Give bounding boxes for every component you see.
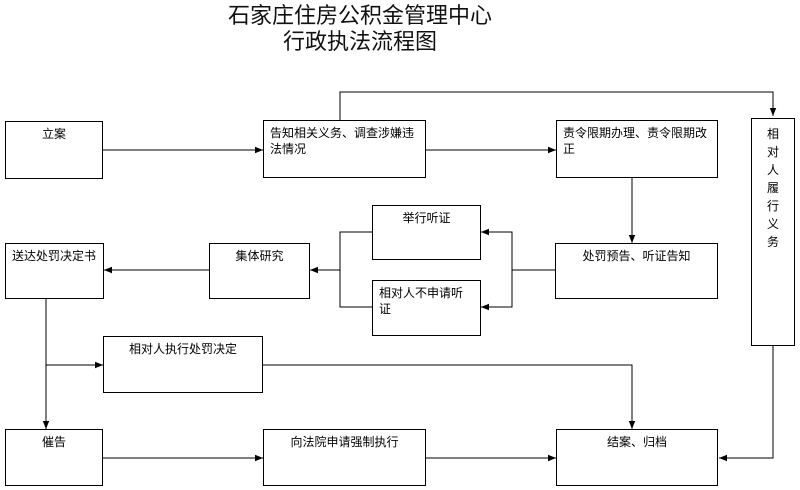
node-collective-label: 集体研究 (235, 249, 284, 263)
node-hearing-waive: 相对人不申请听证 (372, 280, 481, 336)
line-hearing-merge (339, 231, 372, 308)
node-register: 立案 (5, 121, 103, 179)
node-notify-label: 告知相关义务、调查涉嫌违法情况 (270, 126, 415, 156)
node-deliver-label: 送达处罚决定书 (12, 249, 97, 263)
node-penalty-notice: 处罚预告、听证告知 (555, 243, 718, 299)
arrow-fulfill-to-close (719, 345, 774, 462)
node-urge: 催告 (5, 429, 103, 486)
node-execute: 相对人执行处罚决定 (103, 336, 263, 393)
page-title-line1: 石家庄住房公积金管理中心 (227, 4, 492, 29)
node-close-label: 结案、归档 (606, 435, 667, 449)
page-title-line2: 行政执法流程图 (282, 30, 437, 55)
arrow-execute-to-close (263, 364, 636, 429)
node-hearing-waive-label: 相对人不申请听证 (379, 286, 464, 316)
node-urge-label: 催告 (41, 435, 66, 449)
node-collective: 集体研究 (209, 243, 310, 299)
node-execute-label: 相对人执行处罚决定 (128, 342, 237, 356)
node-close: 结案、归档 (556, 429, 718, 486)
node-deliver: 送达处罚决定书 (5, 243, 104, 299)
node-order-label: 责令限期办理、责令限期改正 (563, 126, 708, 156)
arrow-penalty-to-hearing (481, 228, 555, 271)
node-fulfill-label: 相对人履行义务 (766, 127, 779, 249)
node-court: 向法院申请强制执行 (263, 429, 426, 486)
node-court-label: 向法院申请强制执行 (290, 435, 399, 449)
node-notify: 告知相关义务、调查涉嫌违法情况 (263, 120, 426, 178)
arrow-penalty-to-waive (481, 270, 513, 311)
node-register-label: 立案 (41, 127, 66, 141)
node-hearing-apply-label: 举行听证 (402, 211, 451, 225)
node-order: 责令限期办理、责令限期改正 (556, 120, 718, 178)
node-hearing-apply: 举行听证 (372, 205, 481, 260)
node-fulfill: 相对人履行义务 (751, 118, 795, 346)
arrow-notify-to-fulfill (339, 91, 777, 120)
node-penalty-notice-label: 处罚预告、听证告知 (582, 249, 691, 263)
